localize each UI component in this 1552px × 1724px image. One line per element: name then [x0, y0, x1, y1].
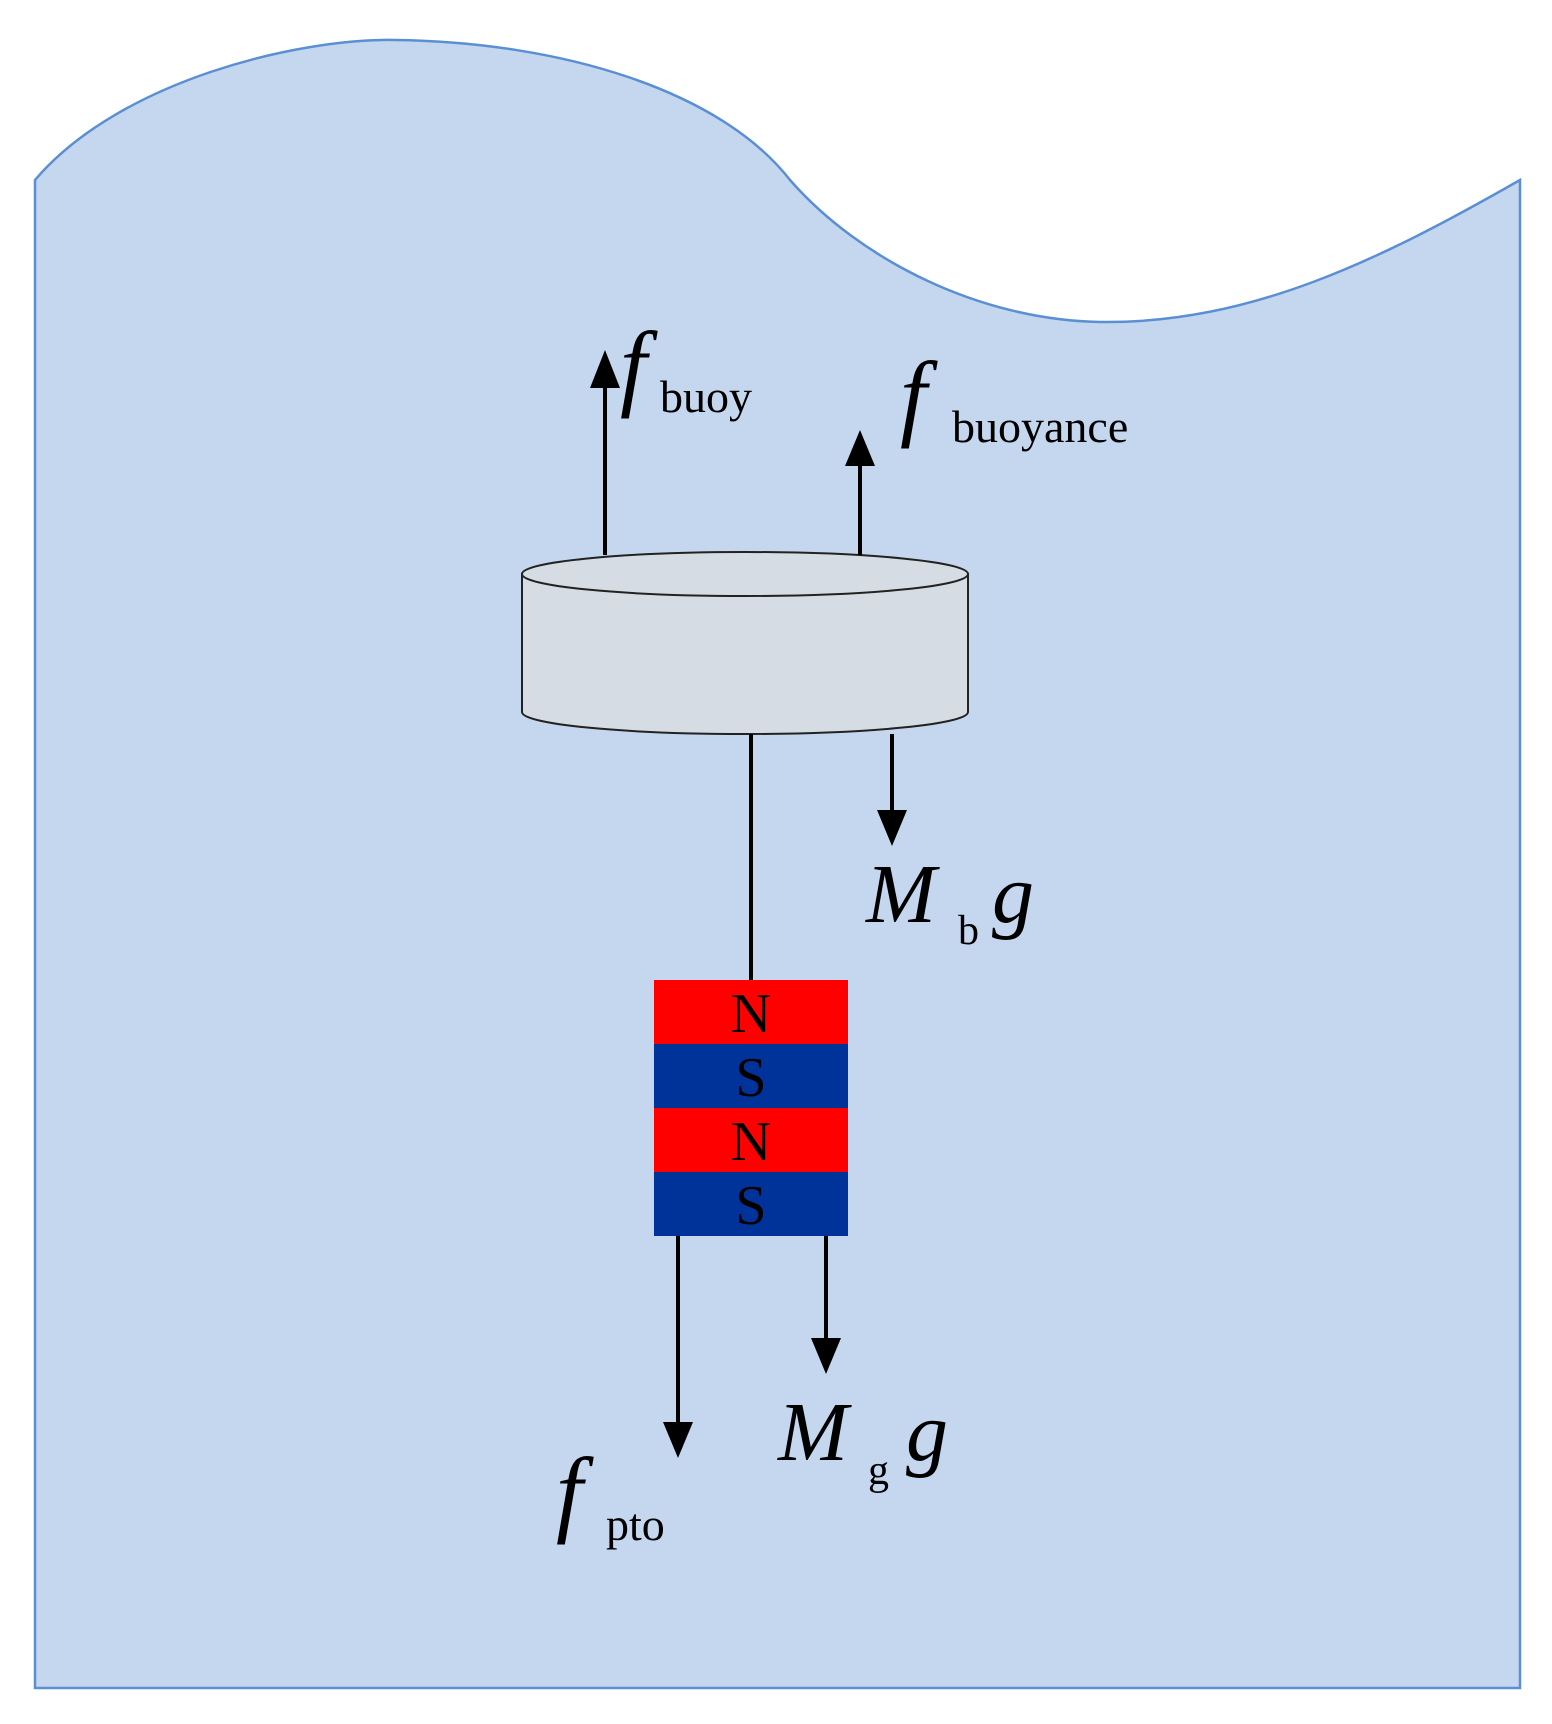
- pole-label-3: N: [731, 1111, 771, 1173]
- magnet-stack: N S N S: [654, 980, 848, 1237]
- arrow-buoy-weight: [877, 734, 907, 846]
- generator-weight-subscript: g: [868, 1448, 889, 1494]
- buoy: [521, 551, 969, 735]
- generator-weight-g: g: [906, 1386, 948, 1479]
- buoy-weight-M: M: [865, 848, 940, 941]
- pole-label-4: S: [735, 1175, 766, 1237]
- magnet-pole-2: [654, 1044, 848, 1108]
- label-buoy-weight: M b g: [865, 848, 1034, 954]
- pole-label-1: N: [731, 983, 771, 1045]
- water-body: [33, 38, 1522, 1690]
- buoy-weight-g: g: [992, 848, 1034, 941]
- arrow-f-buoyance: [845, 430, 875, 555]
- buoy-body: [521, 573, 969, 735]
- magnet-pole-3: [654, 1108, 848, 1172]
- arrow-f-buoy: [590, 350, 620, 555]
- arrow-f-pto: [663, 1236, 693, 1458]
- buoy-top: [521, 551, 969, 597]
- magnet-pole-4: [654, 1172, 848, 1236]
- generator-weight-M: M: [777, 1386, 852, 1479]
- f-pto-subscript: pto: [606, 1499, 665, 1550]
- f-buoyance-subscript: buoyance: [952, 401, 1128, 452]
- buoy-weight-subscript: b: [958, 908, 979, 954]
- label-generator-weight: M g g: [777, 1386, 948, 1494]
- magnet-pole-1: [654, 980, 848, 1044]
- pole-label-2: S: [735, 1047, 766, 1109]
- f-buoy-subscript: buoy: [660, 371, 752, 422]
- label-f-buoyance: f buoyance: [900, 342, 1128, 452]
- arrow-generator-weight: [811, 1236, 841, 1374]
